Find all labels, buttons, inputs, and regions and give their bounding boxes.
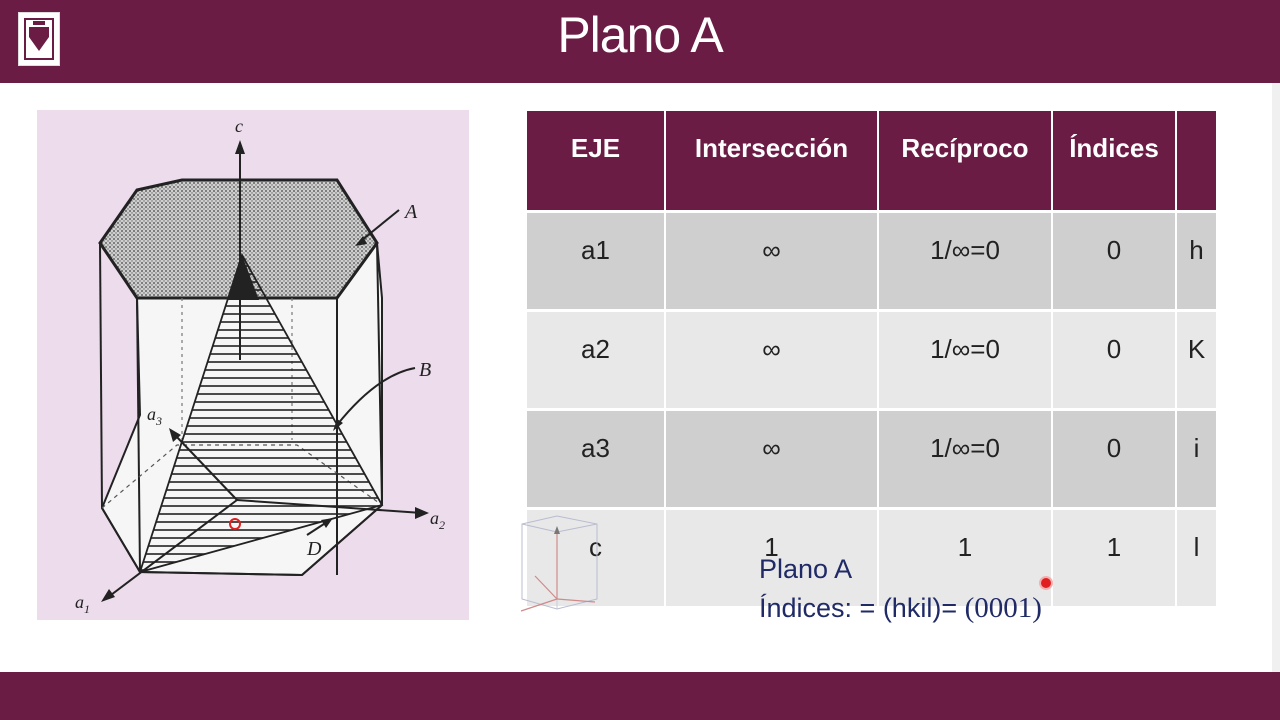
header-indices: Índices	[1052, 111, 1177, 212]
cell-letter: i	[1176, 408, 1218, 509]
cell-axis: a2	[527, 309, 666, 410]
axis-label-a1: a1	[75, 592, 90, 616]
header-eje: EJE	[527, 111, 666, 212]
cell-index: 0	[1052, 210, 1177, 311]
label-plane-b: B	[419, 359, 431, 381]
cell-intersection: ∞	[665, 210, 879, 311]
institution-logo	[18, 12, 60, 66]
cell-axis: a1	[527, 210, 666, 311]
crystal-diagram: c A B D a3 a2 a1	[37, 110, 469, 620]
cell-index: 0	[1052, 309, 1177, 410]
result-plane-label: Plano A	[759, 554, 853, 584]
cell-letter: h	[1176, 210, 1218, 311]
cell-intersection: ∞	[665, 408, 879, 509]
label-plane-a: A	[403, 201, 418, 223]
mini-prism-icon	[520, 515, 598, 612]
axis-label-a2: a2	[430, 508, 445, 532]
indices-prefix: Índices: = (hkil)=	[759, 593, 965, 623]
cell-reciprocal: 1/∞=0	[878, 309, 1053, 410]
hexagonal-cell-thumbnail	[507, 514, 611, 624]
cell-index: 0	[1052, 408, 1177, 509]
cell-intersection: ∞	[665, 309, 879, 410]
table-row: c 1 1 1 l	[527, 507, 1218, 606]
header-reciproco: Recíproco	[878, 111, 1053, 212]
header-bar: Plano A	[0, 0, 1280, 83]
label-d: D	[306, 538, 322, 560]
cell-intersection: 1	[665, 507, 879, 606]
hexagonal-prism-figure: c A B D a3 a2 a1	[75, 116, 445, 616]
cell-letter: K	[1176, 309, 1218, 410]
header-letter	[1176, 111, 1218, 212]
header-interseccion: Intersección	[665, 111, 879, 212]
table-row: a1 ∞ 1/∞=0 0 h	[527, 210, 1218, 311]
cell-letter: l	[1176, 507, 1218, 606]
table-row: a3 ∞ 1/∞=0 0 i	[527, 408, 1218, 509]
table-row: a2 ∞ 1/∞=0 0 K	[527, 309, 1218, 410]
indices-value: (0001)	[964, 592, 1042, 624]
axis-label-c: c	[235, 116, 243, 136]
table-header-row: EJE Intersección Recíproco Índices	[527, 111, 1218, 212]
slide-title: Plano A	[557, 7, 723, 63]
result-indices: Índices: = (hkil)= (0001)	[759, 591, 1042, 625]
footer-bar	[0, 672, 1280, 720]
logo-emblem-icon	[24, 18, 54, 60]
cell-index: 1	[1052, 507, 1177, 606]
cell-reciprocal: 1/∞=0	[878, 408, 1053, 509]
right-edge-strip	[1272, 83, 1280, 672]
cell-axis: a3	[527, 408, 666, 509]
axis-label-a3: a3	[147, 404, 162, 428]
miller-indices-table: EJE Intersección Recíproco Índices a1 ∞ …	[527, 111, 1218, 606]
cell-reciprocal: 1	[878, 507, 1053, 606]
laser-pointer-dot	[1039, 576, 1053, 590]
cell-reciprocal: 1/∞=0	[878, 210, 1053, 311]
